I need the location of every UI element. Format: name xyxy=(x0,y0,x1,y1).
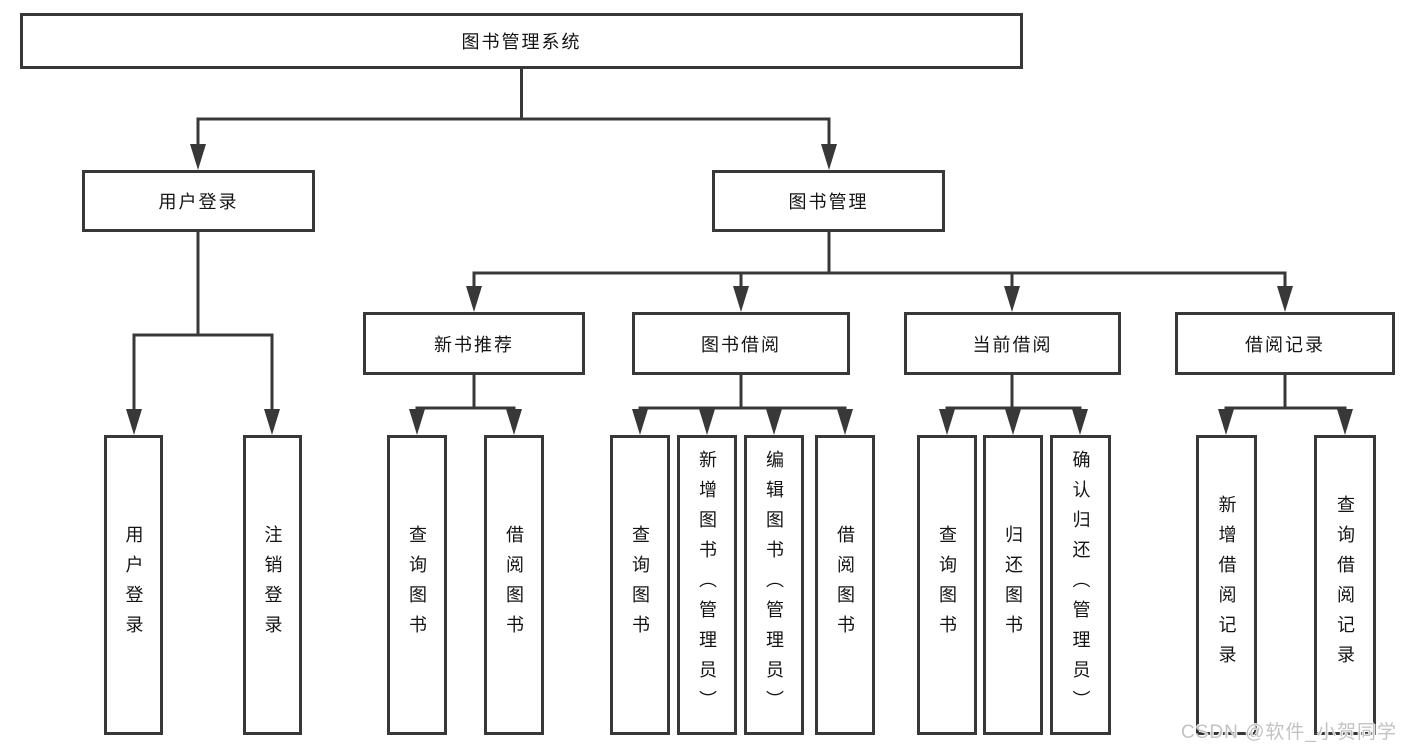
leaf-label: 查询图书 xyxy=(937,525,957,645)
leaf-query-borrow-record: 查询借阅记录 xyxy=(1314,435,1376,735)
leaf-query-books-borrow: 查询图书 xyxy=(610,435,670,735)
leaf-return-book: 归还图书 xyxy=(983,435,1043,735)
node-new-book-recommend: 新书推荐 xyxy=(363,312,585,375)
leaf-user-login: 用户登录 xyxy=(104,435,163,735)
leaf-confirm-return-admin: 确认归还（管理员） xyxy=(1050,435,1111,735)
leaf-add-book-admin: 新增图书（管理员） xyxy=(677,435,737,735)
node-label: 当前借阅 xyxy=(972,334,1053,355)
leaf-label: 注销登录 xyxy=(262,525,283,645)
leaf-add-borrow-record: 新增借阅记录 xyxy=(1196,435,1257,735)
leaf-label: 新增图书（管理员） xyxy=(697,450,717,720)
leaf-label: 查询借阅记录 xyxy=(1335,495,1355,675)
node-current-borrowing: 当前借阅 xyxy=(904,312,1121,375)
csdn-watermark: CSDN @软件_小贺同学 xyxy=(1181,722,1397,743)
node-borrow-records: 借阅记录 xyxy=(1175,312,1395,375)
leaf-label: 确认归还（管理员） xyxy=(1070,450,1091,720)
node-user-login-branch: 用户登录 xyxy=(82,170,315,232)
node-book-management-branch: 图书管理 xyxy=(712,170,945,232)
node-root-system: 图书管理系统 xyxy=(20,13,1023,69)
arrowheads xyxy=(126,144,1353,435)
node-label: 图书管理 xyxy=(788,192,869,212)
node-root-label: 图书管理系统 xyxy=(461,32,582,52)
leaf-query-books-current: 查询图书 xyxy=(917,435,977,735)
node-label: 借阅记录 xyxy=(1245,334,1325,355)
leaf-label: 借阅图书 xyxy=(504,525,524,645)
leaf-logout: 注销登录 xyxy=(243,435,302,735)
node-label: 图书借阅 xyxy=(701,334,781,355)
leaf-borrow-book: 借阅图书 xyxy=(815,435,875,735)
leaf-label: 归还图书 xyxy=(1003,525,1023,645)
leaf-label: 新增借阅记录 xyxy=(1216,495,1237,675)
leaf-label: 编辑图书（管理员） xyxy=(764,450,784,720)
leaf-label: 查询图书 xyxy=(630,525,650,645)
node-label: 用户登录 xyxy=(158,192,239,212)
node-book-borrowing: 图书借阅 xyxy=(632,312,850,375)
leaf-label: 借阅图书 xyxy=(835,525,855,645)
leaf-borrow-books-recommend: 借阅图书 xyxy=(484,435,544,735)
node-label: 新书推荐 xyxy=(434,334,514,355)
leaf-edit-book-admin: 编辑图书（管理员） xyxy=(744,435,804,735)
leaf-query-books-recommend: 查询图书 xyxy=(387,435,447,735)
leaf-label: 用户登录 xyxy=(123,525,144,645)
leaf-label: 查询图书 xyxy=(407,525,427,645)
